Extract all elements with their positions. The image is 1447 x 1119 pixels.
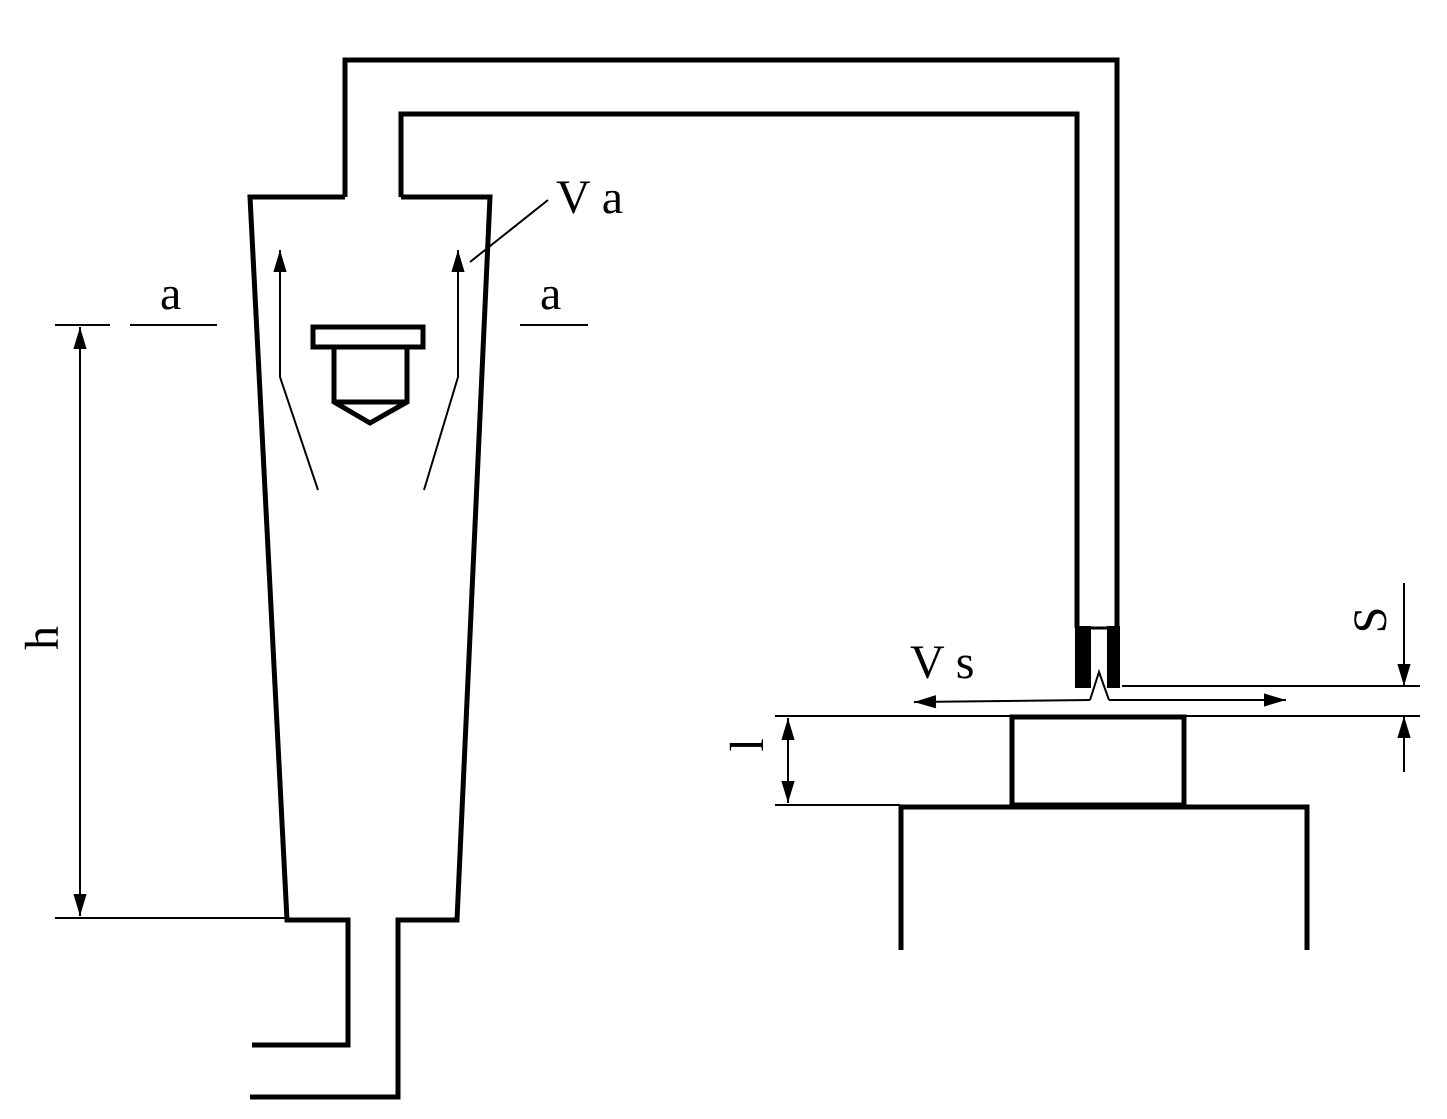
nozzle-jet [1089,668,1110,701]
tube-wall-right [250,194,493,1100]
base-block [898,804,1310,950]
label-s: S [1344,607,1397,634]
sample-stage [775,714,1420,950]
dimension-h [55,324,287,919]
connecting-pipe [342,57,1120,628]
tube-wall-left [247,194,351,1048]
flow-arrow-right [423,250,465,491]
label-l: l [721,738,774,751]
va-leader-line [469,199,549,263]
label-vs: V s [910,636,974,689]
rotameter-tube [247,194,493,1100]
float-body [331,347,410,426]
vs-arrow-left [913,695,1091,709]
float [310,324,426,426]
nozzle-wall-left [1075,626,1091,688]
flow-arrow-left [273,250,319,491]
pipe-inner-wall [398,111,1080,628]
label-h: h [16,626,69,650]
flow-arrows [273,199,549,491]
label-a-left: a [160,267,181,320]
pipe-outer-wall [342,57,1120,628]
nozzle-wall-right [1107,626,1120,688]
label-va: V a [556,171,623,224]
float-cap [310,324,426,350]
dimension-s [1122,583,1420,772]
sample [1009,714,1187,808]
nozzle [1075,626,1120,701]
vs-flow [913,693,1286,709]
label-a-right: a [540,267,561,320]
